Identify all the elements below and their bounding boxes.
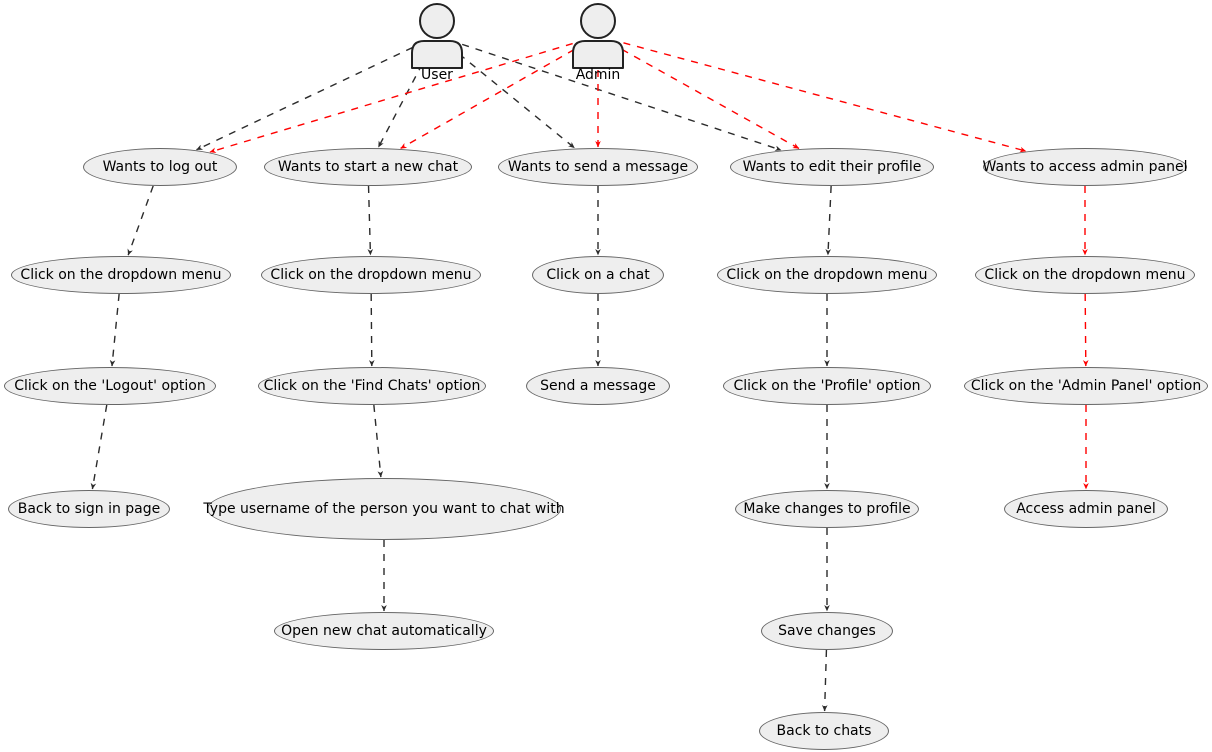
use-case-node[interactable]: Wants to start a new chat [264, 148, 472, 186]
use-case-node-label: Click on the dropdown menu [984, 267, 1186, 283]
use-case-node[interactable]: Back to sign in page [8, 490, 170, 528]
use-case-node[interactable]: Click on the dropdown menu [11, 256, 231, 294]
edge-n_logout_opt-to-n_backsignin [90, 404, 108, 490]
use-case-node-label: Open new chat automatically [281, 623, 487, 639]
use-case-node[interactable]: Click on the 'Admin Panel' option [964, 367, 1208, 405]
edge-n_logout_goal-to-n_logout_dd [127, 185, 154, 256]
use-case-node-label: Wants to edit their profile [742, 159, 922, 175]
use-case-node-label: Wants to send a message [507, 159, 689, 175]
use-case-node[interactable]: Click on the 'Profile' option [723, 367, 931, 405]
edge-n_logout_dd-to-n_logout_opt [109, 293, 120, 367]
use-case-node[interactable]: Make changes to profile [735, 490, 919, 528]
use-case-node[interactable]: Click on the dropdown menu [975, 256, 1195, 294]
use-case-node-label: Click on the 'Admin Panel' option [970, 378, 1202, 394]
use-case-node[interactable]: Wants to edit their profile [730, 148, 934, 186]
use-case-node-label: Type username of the person you want to … [203, 501, 565, 517]
use-case-node[interactable]: Open new chat automatically [274, 612, 494, 650]
use-case-node[interactable]: Click on the 'Find Chats' option [258, 367, 486, 405]
edge-n_savechanges-to-n_backtochats [821, 649, 828, 712]
use-case-node[interactable]: Wants to send a message [498, 148, 698, 186]
use-case-node-label: Wants to start a new chat [277, 159, 459, 175]
use-case-node-label: Click on the dropdown menu [270, 267, 472, 283]
use-case-node-label: Click on the dropdown menu [20, 267, 222, 283]
use-case-node[interactable]: Back to chats [759, 712, 889, 750]
edge-admin-to-n_logout_goal [209, 42, 573, 154]
actor-person-icon [572, 3, 624, 69]
use-case-node-label: Access admin panel [1016, 501, 1156, 517]
edge-n_findchats_opt-to-n_typeuser [373, 404, 384, 478]
use-case-node[interactable]: Wants to log out [83, 148, 237, 186]
actor-label-user: User [421, 67, 453, 83]
use-case-node-label: Click on the 'Logout' option [14, 378, 206, 394]
use-case-node[interactable]: Click on the 'Logout' option [4, 367, 216, 405]
edge-n_newchat_goal-to-n_newchat_dd [367, 185, 374, 256]
use-case-node-label: Back to sign in page [17, 501, 161, 517]
edge-admin-to-n_profile_goal [621, 48, 800, 150]
actor-label-admin: Admin [575, 67, 621, 83]
actor-user[interactable] [406, 2, 468, 70]
use-case-node-label: Make changes to profile [743, 501, 911, 517]
use-case-node-label: Click on the dropdown menu [726, 267, 928, 283]
use-case-node-label: Click on the 'Profile' option [733, 378, 921, 394]
use-case-node-label: Save changes [778, 623, 876, 639]
use-case-node[interactable]: Save changes [761, 612, 893, 650]
use-case-node[interactable]: Access admin panel [1004, 490, 1168, 528]
edge-n_admin_dd-to-n_adminpanel_opt [1082, 293, 1089, 367]
use-case-node-label: Click on a chat [546, 267, 650, 283]
use-case-node-label: Wants to access admin panel [982, 159, 1188, 175]
use-case-node[interactable]: Send a message [526, 367, 670, 405]
use-case-node[interactable]: Click on the dropdown menu [261, 256, 481, 294]
actor-person-icon [411, 3, 463, 69]
edge-user-to-n_logout_goal [196, 46, 413, 151]
actor-admin[interactable] [567, 2, 629, 70]
use-case-node-label: Back to chats [776, 723, 872, 739]
edge-admin-to-n_admin_goal [623, 42, 1027, 153]
use-case-node-label: Click on the 'Find Chats' option [263, 378, 481, 394]
use-case-node[interactable]: Type username of the person you want to … [203, 478, 565, 540]
use-case-node-label: Send a message [540, 378, 656, 394]
use-case-node-label: Wants to log out [102, 159, 218, 175]
use-case-node[interactable]: Click on the dropdown menu [717, 256, 937, 294]
use-case-node[interactable]: Click on a chat [532, 256, 664, 294]
use-case-node[interactable]: Wants to access admin panel [983, 148, 1187, 186]
edge-n_profile_goal-to-n_profile_dd [825, 185, 832, 256]
edge-n_newchat_dd-to-n_findchats_opt [368, 293, 375, 367]
